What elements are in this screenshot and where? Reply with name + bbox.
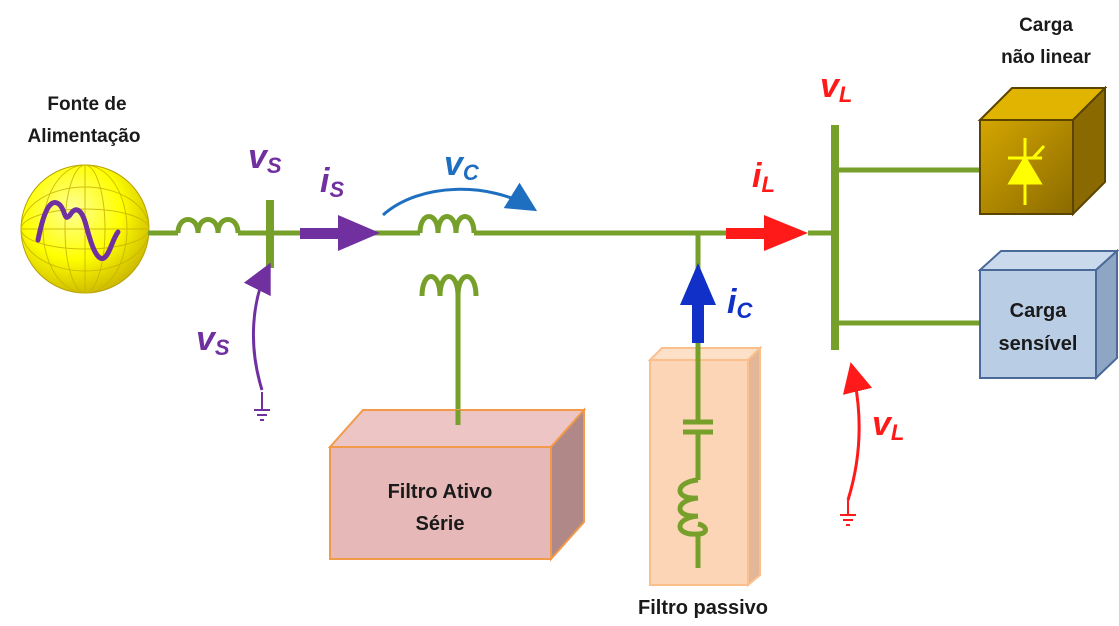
compensation-current-arrow xyxy=(680,263,716,343)
load-current-symbol: iL xyxy=(752,157,775,197)
active-filter-label-line2: Série xyxy=(416,513,465,535)
load-current-arrow xyxy=(726,215,808,251)
power-source-globe xyxy=(20,164,150,294)
source-label-line1: Fonte de xyxy=(47,94,126,115)
nonlinear-load-label-line2: não linear xyxy=(1001,47,1091,68)
nonlinear-load-label-line1: Carga xyxy=(1019,15,1073,36)
compensation-voltage-symbol: vC xyxy=(444,145,480,185)
sensitive-load-box xyxy=(977,248,1119,381)
active-filter-label-line1: Filtro Ativo xyxy=(388,481,493,503)
distorted-waveform-icon xyxy=(35,200,121,261)
active-series-filter-box xyxy=(327,407,587,562)
nonlinear-load-box xyxy=(977,85,1108,217)
ground-icon xyxy=(840,500,856,526)
passive-filter-box xyxy=(647,345,763,588)
sensitive-load-label-line1: Carga xyxy=(1010,300,1068,322)
ground-icon xyxy=(254,392,270,421)
source-voltage-symbol-bottom: vS xyxy=(196,320,230,360)
passive-filter-label: Filtro passivo xyxy=(638,597,768,619)
source-inductor-icon xyxy=(175,217,241,234)
source-label-line2: Alimentação xyxy=(28,126,141,147)
compensation-current-symbol: iC xyxy=(727,283,753,323)
series-transformer-icon xyxy=(380,214,490,297)
source-current-arrow xyxy=(300,215,380,251)
source-voltage-arc xyxy=(243,262,271,391)
load-voltage-symbol-bottom: vL xyxy=(872,405,904,445)
source-voltage-symbol-top: vS xyxy=(248,138,282,178)
sensitive-load-label-line2: sensível xyxy=(999,333,1078,355)
thyristor-icon xyxy=(1007,138,1046,205)
passive-inductor-icon xyxy=(677,477,708,537)
source-current-symbol: iS xyxy=(320,162,344,202)
load-voltage-symbol-top: vL xyxy=(820,67,852,107)
load-voltage-arc xyxy=(842,362,873,501)
compensation-voltage-arc xyxy=(382,182,538,217)
